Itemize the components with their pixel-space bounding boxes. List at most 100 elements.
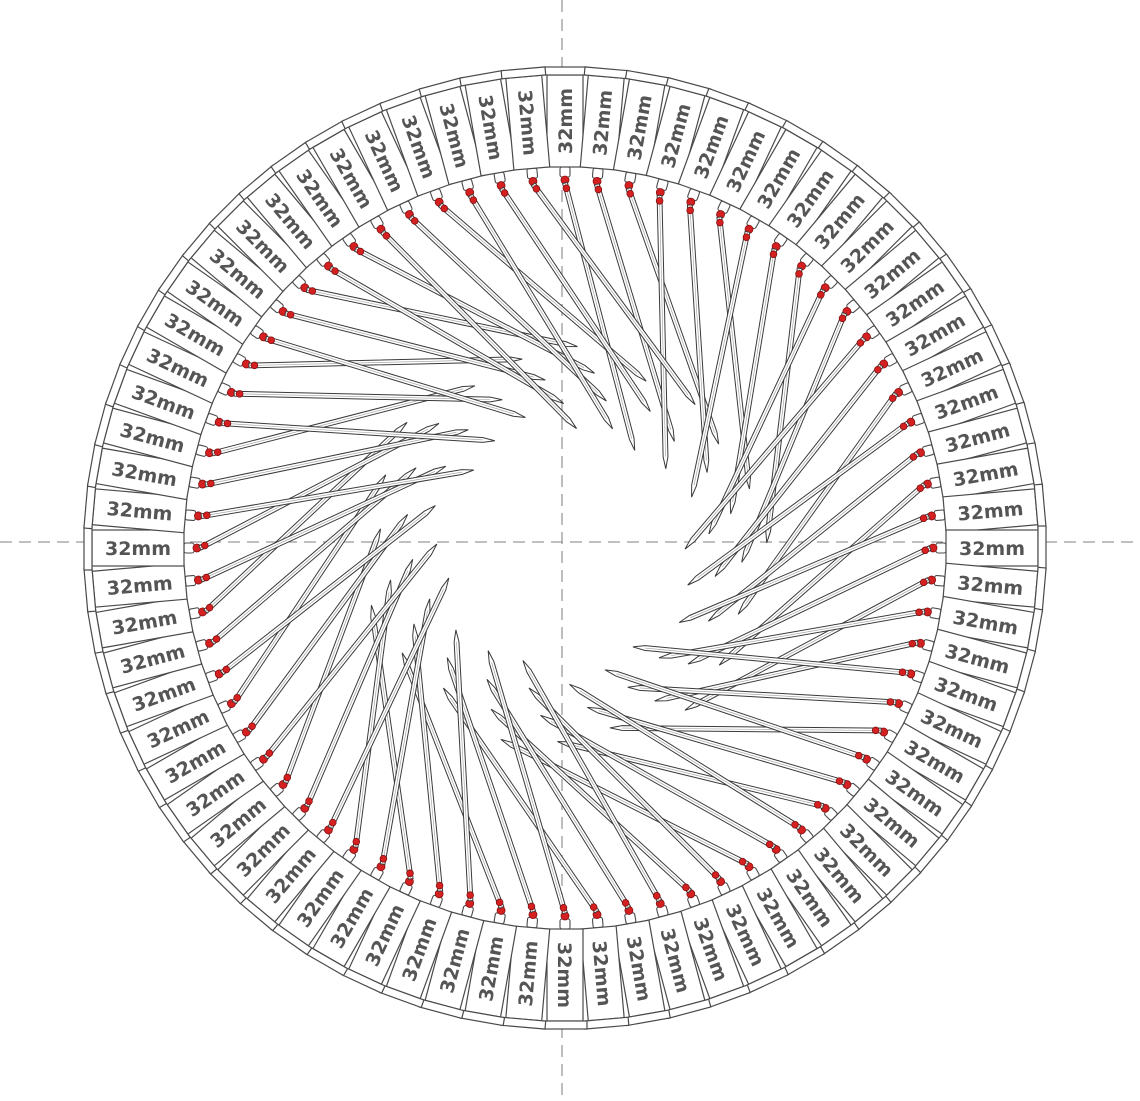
needle-shaft <box>593 183 675 442</box>
tip-marker <box>562 184 571 193</box>
tip-marker <box>207 479 215 488</box>
tip-marker <box>233 693 241 702</box>
needle-shaft <box>498 186 651 412</box>
needle-capsule: 32mm <box>118 691 236 773</box>
needle-capsule: 32mm <box>879 722 994 809</box>
tip-marker <box>838 314 847 323</box>
needle-bore <box>330 268 554 398</box>
tip-marker <box>248 722 256 730</box>
needle-bore <box>201 471 436 581</box>
needle-outline <box>453 629 474 902</box>
needle-shaft <box>522 660 663 903</box>
tip-marker <box>874 365 882 374</box>
tip-marker <box>202 573 211 582</box>
needle-shaft <box>528 687 722 882</box>
tip-marker <box>686 206 694 215</box>
tip-marker <box>308 287 317 295</box>
tip-marker <box>916 484 925 492</box>
tip-marker <box>559 904 568 912</box>
needle-bore <box>596 184 672 431</box>
needle-capsule: 32mm <box>181 221 288 318</box>
tip-marker <box>203 511 211 520</box>
needle-bore <box>670 611 925 657</box>
needle-capsule: 32mm <box>500 910 551 1030</box>
needle-shaft <box>604 669 866 761</box>
needle-bore <box>456 641 471 901</box>
tip-marker <box>532 185 541 193</box>
needle-shaft <box>658 608 926 659</box>
tip-marker <box>621 899 630 907</box>
needle-capsule: 32mm <box>83 562 203 613</box>
needle-capsule: 32mm <box>927 483 1047 534</box>
capsule-end-cap <box>83 525 93 571</box>
tip-marker <box>899 422 908 431</box>
needle-bore <box>212 475 408 643</box>
capsule-size-label: 32mm <box>105 538 171 560</box>
tip-marker <box>855 751 863 760</box>
tip-marker <box>738 857 747 866</box>
needle-shaft <box>687 420 911 586</box>
tip-marker <box>527 902 536 911</box>
needle-bore <box>285 313 534 378</box>
needle-shaft <box>200 469 474 520</box>
needle-bore <box>722 365 882 568</box>
needle-bore <box>713 289 824 524</box>
needle-bore <box>306 570 409 807</box>
needle-bore <box>205 431 457 485</box>
needle-outline <box>627 685 897 706</box>
needle-bore <box>221 512 427 674</box>
needle-bore <box>414 635 441 892</box>
needle-bore <box>265 338 514 415</box>
needle-capsule: 32mm <box>612 906 671 1027</box>
needle-capsule: 32mm <box>86 595 207 654</box>
tip-marker <box>682 883 690 892</box>
needle-capsule: 32mm <box>157 253 268 346</box>
capsule-size-label: 32mm <box>553 942 575 1008</box>
needle-shaft <box>486 678 632 910</box>
needle-capsule: 32mm <box>927 562 1047 613</box>
needle-bore <box>532 184 689 396</box>
tip-marker <box>305 797 313 805</box>
tip-marker <box>915 608 923 617</box>
needle-shaft <box>263 543 438 760</box>
needle-bore <box>693 231 748 486</box>
needle-shaft <box>221 420 495 443</box>
tip-marker <box>267 336 275 344</box>
needle-outline <box>632 645 909 676</box>
tip-marker <box>626 189 634 198</box>
needle-shaft <box>328 265 564 404</box>
needle-shaft <box>708 288 826 535</box>
needle-bore <box>697 422 909 579</box>
needle-shaft <box>304 559 414 808</box>
needle-capsule: 32mm <box>418 899 485 1020</box>
needle-bore <box>221 422 483 441</box>
needle-shaft <box>678 513 931 624</box>
needle-capsule: 32mm <box>579 910 630 1030</box>
capsule-end-cap <box>1037 525 1047 571</box>
needle-bore <box>644 647 909 674</box>
needle-shaft <box>627 685 897 706</box>
needle-capsule: 32mm <box>542 66 588 185</box>
needle-shaft <box>264 335 526 418</box>
needle-bore <box>550 720 775 848</box>
needle-shaft <box>625 187 720 445</box>
needle-outline <box>264 335 526 418</box>
tip-marker <box>652 892 661 900</box>
needle-outline <box>604 669 866 761</box>
needle-shaft <box>219 505 436 676</box>
capsule-end-cap <box>542 1020 588 1030</box>
needle-outline <box>204 429 469 488</box>
needle-bore <box>579 690 800 828</box>
needle-shaft <box>199 465 447 583</box>
needle-outline <box>522 660 663 903</box>
tip-marker <box>871 726 880 735</box>
tip-marker <box>286 310 295 319</box>
tip-marker <box>329 818 337 827</box>
tip-marker <box>817 291 825 299</box>
needle-shaft <box>380 229 577 429</box>
needle-outline <box>199 465 447 583</box>
tip-marker <box>769 250 778 259</box>
needle-capsule: 32mm <box>208 191 310 293</box>
tip-marker <box>909 453 918 461</box>
